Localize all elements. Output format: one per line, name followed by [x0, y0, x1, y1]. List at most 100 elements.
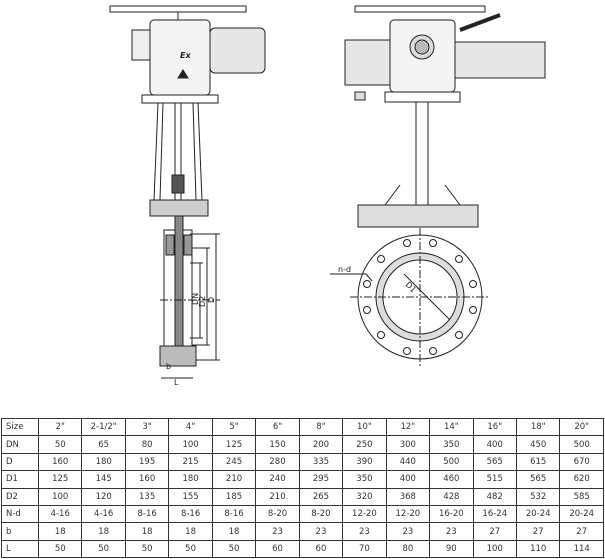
- label-d: D: [207, 297, 216, 303]
- ex-logo: Ex: [180, 51, 191, 60]
- table-cell: 100: [168, 435, 213, 454]
- table-cell: 615: [515, 452, 561, 472]
- table-cell: 4-16: [37, 504, 83, 524]
- table-cell: 515: [472, 470, 517, 489]
- table-cell: 5": [211, 417, 257, 437]
- table-cell: 565: [472, 452, 517, 472]
- table-cell: 335: [298, 452, 344, 472]
- table-cell: 4": [168, 417, 213, 437]
- front-bracket: [357, 102, 479, 228]
- front-actuator: [344, 19, 546, 103]
- label-d2: D2: [198, 296, 207, 307]
- table-cell: 620: [559, 470, 604, 489]
- front-view: n-d D1: [330, 5, 546, 366]
- table-cell: 185: [211, 487, 257, 506]
- table-cell: 180: [81, 452, 126, 472]
- side-view: Ex DN D2 D: [109, 5, 266, 387]
- table-cell: 18": [515, 417, 561, 437]
- table-cell: 27: [559, 522, 604, 541]
- row-header: N-d: [1, 504, 39, 524]
- table-cell: 50: [211, 539, 257, 559]
- table-cell: 400: [472, 435, 517, 454]
- table-cell: 295: [298, 470, 344, 489]
- table-cell: 150: [255, 435, 300, 454]
- table-cell: 120: [81, 487, 126, 506]
- table-cell: 70: [342, 539, 387, 559]
- table-cell: 482: [472, 487, 517, 506]
- table-cell: 3": [124, 417, 170, 437]
- table-cell: 450: [515, 435, 561, 454]
- label-nd: n-d: [338, 265, 351, 274]
- table-cell: 90: [429, 539, 474, 559]
- table-cell: 532: [515, 487, 561, 506]
- table-cell: 27: [472, 522, 517, 541]
- table-cell: 12-20: [342, 504, 387, 524]
- table-cell: 245: [211, 452, 257, 472]
- table-cell: 23: [342, 522, 387, 541]
- table-cell: 200: [298, 435, 344, 454]
- actuator-body: Ex: [131, 19, 266, 104]
- table-cell: 8-20: [298, 504, 344, 524]
- table-cell: 8-16: [124, 504, 170, 524]
- table-cell: 368: [385, 487, 431, 506]
- table-cell: 20": [559, 417, 604, 437]
- row-header: D2: [1, 487, 39, 506]
- row-header: L: [1, 539, 39, 559]
- table-cell: 50: [37, 435, 83, 454]
- table-cell: 350: [342, 470, 387, 489]
- table-cell: 8": [298, 417, 344, 437]
- row-header: Size: [1, 417, 39, 437]
- table-cell: 80: [124, 435, 170, 454]
- row-header: D1: [1, 470, 39, 489]
- table-cell: 23: [255, 522, 300, 541]
- table-cell: 160: [37, 452, 83, 472]
- table-cell: 114: [559, 539, 604, 559]
- table-cell: 50: [81, 539, 126, 559]
- table-cell: 400: [385, 470, 431, 489]
- table-cell: 670: [559, 452, 604, 472]
- table-cell: 60: [255, 539, 300, 559]
- table-cell: 240: [255, 470, 300, 489]
- table-cell: 250: [342, 435, 387, 454]
- label-l: L: [174, 378, 179, 387]
- table-cell: 100: [472, 539, 517, 559]
- flange: n-d D1: [330, 228, 490, 366]
- bracket: [149, 102, 209, 217]
- table-cell: 4-16: [81, 504, 126, 524]
- table-cell: 145: [81, 470, 126, 489]
- table-cell: 8-16: [211, 504, 257, 524]
- table-cell: 280: [255, 452, 300, 472]
- table-cell: 18: [168, 522, 213, 541]
- table-cell: 320: [342, 487, 387, 506]
- table-cell: 80: [385, 539, 431, 559]
- table-cell: 460: [429, 470, 474, 489]
- table-cell: 265: [298, 487, 344, 506]
- table-cell: 23: [385, 522, 431, 541]
- table-cell: 18: [81, 522, 126, 541]
- table-cell: 500: [429, 452, 474, 472]
- table-cell: 2-1/2": [81, 417, 126, 437]
- table-cell: 60: [298, 539, 344, 559]
- table-cell: 14": [429, 417, 474, 437]
- table-cell: 50: [124, 539, 170, 559]
- table-cell: 23: [429, 522, 474, 541]
- table-cell: 16": [472, 417, 517, 437]
- table-cell: 500: [559, 435, 604, 454]
- label-dn: DN: [191, 293, 200, 305]
- table-cell: 18: [37, 522, 83, 541]
- table-cell: 8-16: [168, 504, 213, 524]
- table-cell: 2": [37, 417, 83, 437]
- table-cell: 18: [124, 522, 170, 541]
- table-cell: 10": [342, 417, 387, 437]
- table-cell: 135: [124, 487, 170, 506]
- table-cell: 12-20: [385, 504, 431, 524]
